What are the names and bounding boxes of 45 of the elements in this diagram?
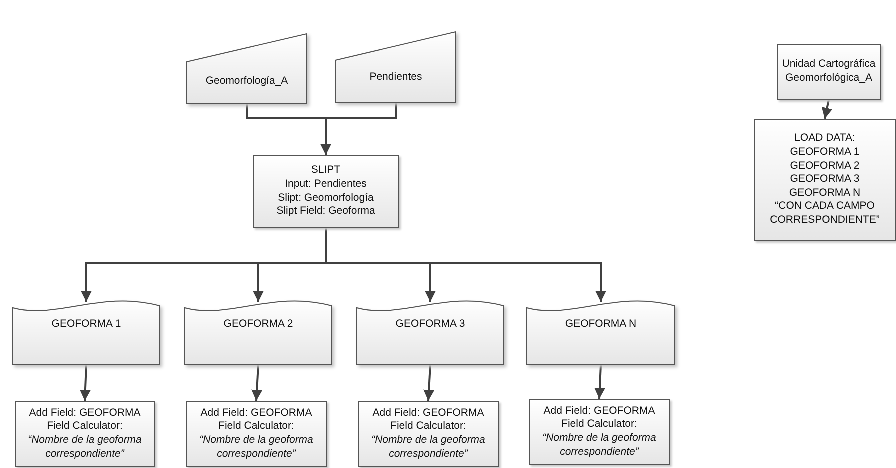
node-label: Add Field: GEOFORMA — [372, 406, 484, 420]
arrow — [325, 228, 606, 302]
node-label: “Nombre de la geoforma correspondiente” — [27, 434, 143, 462]
node-label: Add Field: GEOFORMA — [29, 406, 141, 420]
arrow — [594, 364, 606, 400]
node-label: Unidad Cartográfica Geomorfológica_A — [781, 58, 877, 86]
process-box — [754, 119, 896, 241]
process-box — [186, 401, 327, 467]
node-label: Field Calculator: — [390, 420, 466, 434]
arrow — [252, 364, 263, 402]
data-input-shape — [187, 34, 307, 104]
node-label: “Nombre de la geoforma correspondiente” — [542, 432, 658, 460]
node-label: Field Calculator: — [562, 418, 638, 432]
node-label: Field Calculator: — [218, 420, 294, 434]
node-label: Input: Pendientes — [285, 178, 367, 192]
node-label: GEOFORMA N — [789, 186, 861, 200]
node-label: SLIPT — [311, 164, 341, 178]
node-label: Slipt Field: Geoforma — [276, 205, 376, 219]
node-label: Add Field: GEOFORMA — [200, 406, 312, 420]
process-box — [529, 399, 670, 465]
arrow — [424, 364, 435, 402]
arrow — [80, 364, 91, 402]
node-label: GEOFORMA 3 — [790, 173, 860, 187]
node-label: GEOFORMA 2 — [224, 318, 294, 332]
process-box — [777, 44, 881, 100]
node-label: “Nombre de la geoforma correspondiente” — [370, 434, 486, 462]
node-label: Field Calculator: — [47, 420, 123, 434]
data-input-shape — [336, 32, 456, 103]
process-box — [253, 155, 399, 228]
arrow — [320, 103, 397, 155]
node-label: Geomorfología_A — [206, 75, 288, 89]
node-label: LOAD DATA: — [794, 132, 856, 146]
node-label: GEOFORMA N — [565, 318, 637, 332]
node-label: Slipt: Geomorfología — [278, 192, 374, 206]
node-label: GEOFORMA 1 — [790, 146, 860, 160]
process-box — [358, 401, 499, 467]
node-label: “CON CADA CAMPO CORRESPONDIENTE” — [769, 200, 881, 228]
node-label: “Nombre de la geoforma correspondiente” — [198, 434, 314, 462]
node-label: GEOFORMA 1 — [52, 318, 122, 332]
node-label: Pendientes — [370, 70, 422, 84]
node-label: GEOFORMA 3 — [396, 318, 466, 332]
node-label: Add Field: GEOFORMA — [544, 404, 656, 418]
process-box — [15, 401, 155, 467]
arrow — [822, 100, 833, 120]
node-label: GEOFORMA 2 — [790, 160, 860, 174]
